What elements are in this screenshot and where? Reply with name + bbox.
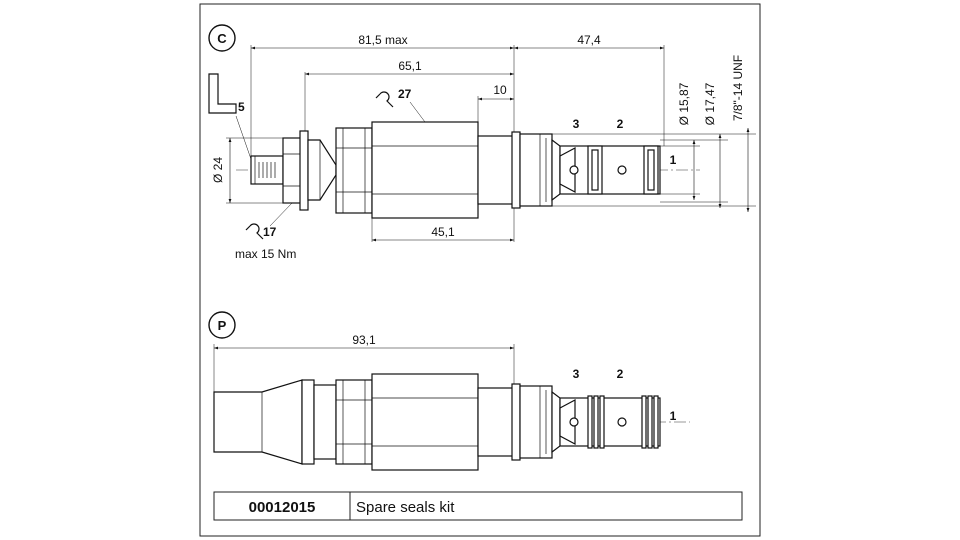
view-c: C 5 bbox=[208, 24, 756, 261]
port-3-label: 3 bbox=[573, 117, 580, 131]
port-1-label-p: 1 bbox=[670, 409, 677, 423]
wrench-27-icon bbox=[375, 91, 394, 108]
table-description: Spare seals kit bbox=[356, 499, 455, 516]
view-c-label: C bbox=[217, 31, 227, 46]
view-p-label: P bbox=[218, 318, 227, 333]
hex-body-small bbox=[335, 127, 373, 214]
dim-45-1: 45,1 bbox=[431, 225, 455, 239]
view-p: P 93,1 bbox=[208, 311, 690, 471]
dim-dia-15-87: Ø 15,87 bbox=[677, 82, 691, 125]
spare-parts-table: 00012015 Spare seals kit bbox=[213, 491, 743, 521]
dim-65-1: 65,1 bbox=[398, 59, 422, 73]
wrench-27-size: 27 bbox=[398, 87, 412, 101]
o-ring-neck bbox=[511, 131, 521, 209]
view-c-badge bbox=[208, 24, 236, 52]
view-p-badge bbox=[208, 311, 236, 339]
dim-thread: 7/8"-14 UNF bbox=[731, 55, 745, 121]
hex-body-main-p bbox=[371, 373, 479, 471]
wrench-17-size: 17 bbox=[263, 225, 277, 239]
hex-key-size: 5 bbox=[238, 100, 245, 114]
hex-body-main bbox=[371, 121, 479, 219]
port-3-label-p: 3 bbox=[573, 367, 580, 381]
washer bbox=[299, 130, 309, 211]
drawing-frame bbox=[199, 3, 761, 537]
wrench-17-icon bbox=[245, 223, 264, 240]
port-2-label: 2 bbox=[617, 117, 624, 131]
table-code: 00012015 bbox=[249, 499, 316, 516]
protective-cap bbox=[213, 379, 303, 465]
port-2-label-p: 2 bbox=[617, 367, 624, 381]
dim-dia-17-47: Ø 17,47 bbox=[703, 82, 717, 125]
port-1-label: 1 bbox=[670, 153, 677, 167]
torque-note: max 15 Nm bbox=[235, 247, 296, 261]
dim-dia-24: Ø 24 bbox=[211, 157, 225, 183]
dim-81-5-max: 81,5 max bbox=[358, 33, 407, 47]
cartridge-thread bbox=[519, 133, 553, 207]
hex-key-icon bbox=[208, 73, 237, 114]
dim-47-4: 47,4 bbox=[577, 33, 601, 47]
dim-93-1: 93,1 bbox=[352, 333, 376, 347]
dim-10: 10 bbox=[493, 83, 507, 97]
